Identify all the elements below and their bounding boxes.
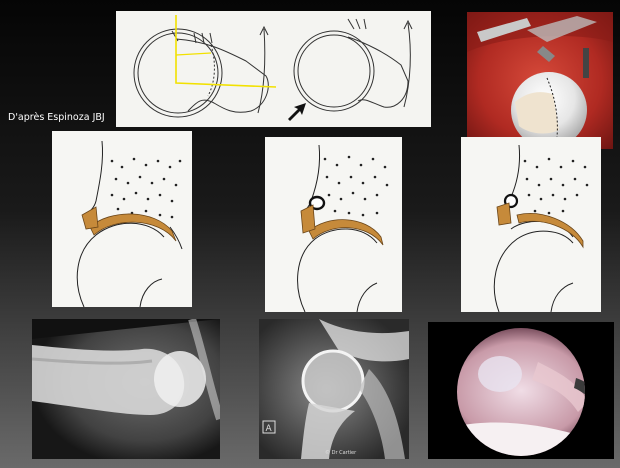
svg-text:A: A: [266, 424, 273, 434]
citation-caption: D'après Espinoza JBJ: [8, 112, 105, 123]
line-diagram-femoral-head: [116, 11, 431, 127]
drawing-cartilage-lesion: [265, 137, 402, 312]
drawing-cartilage-detached: [461, 137, 601, 312]
arthroscopy-view: [428, 322, 614, 459]
xray-hip: [32, 319, 220, 459]
drawing-cartilage-normal: [52, 131, 192, 307]
surgical-photo-hip: [467, 12, 613, 149]
ct-hip: A © Dr Cartier: [259, 319, 409, 459]
ct-watermark: © Dr Cartier: [325, 449, 357, 456]
